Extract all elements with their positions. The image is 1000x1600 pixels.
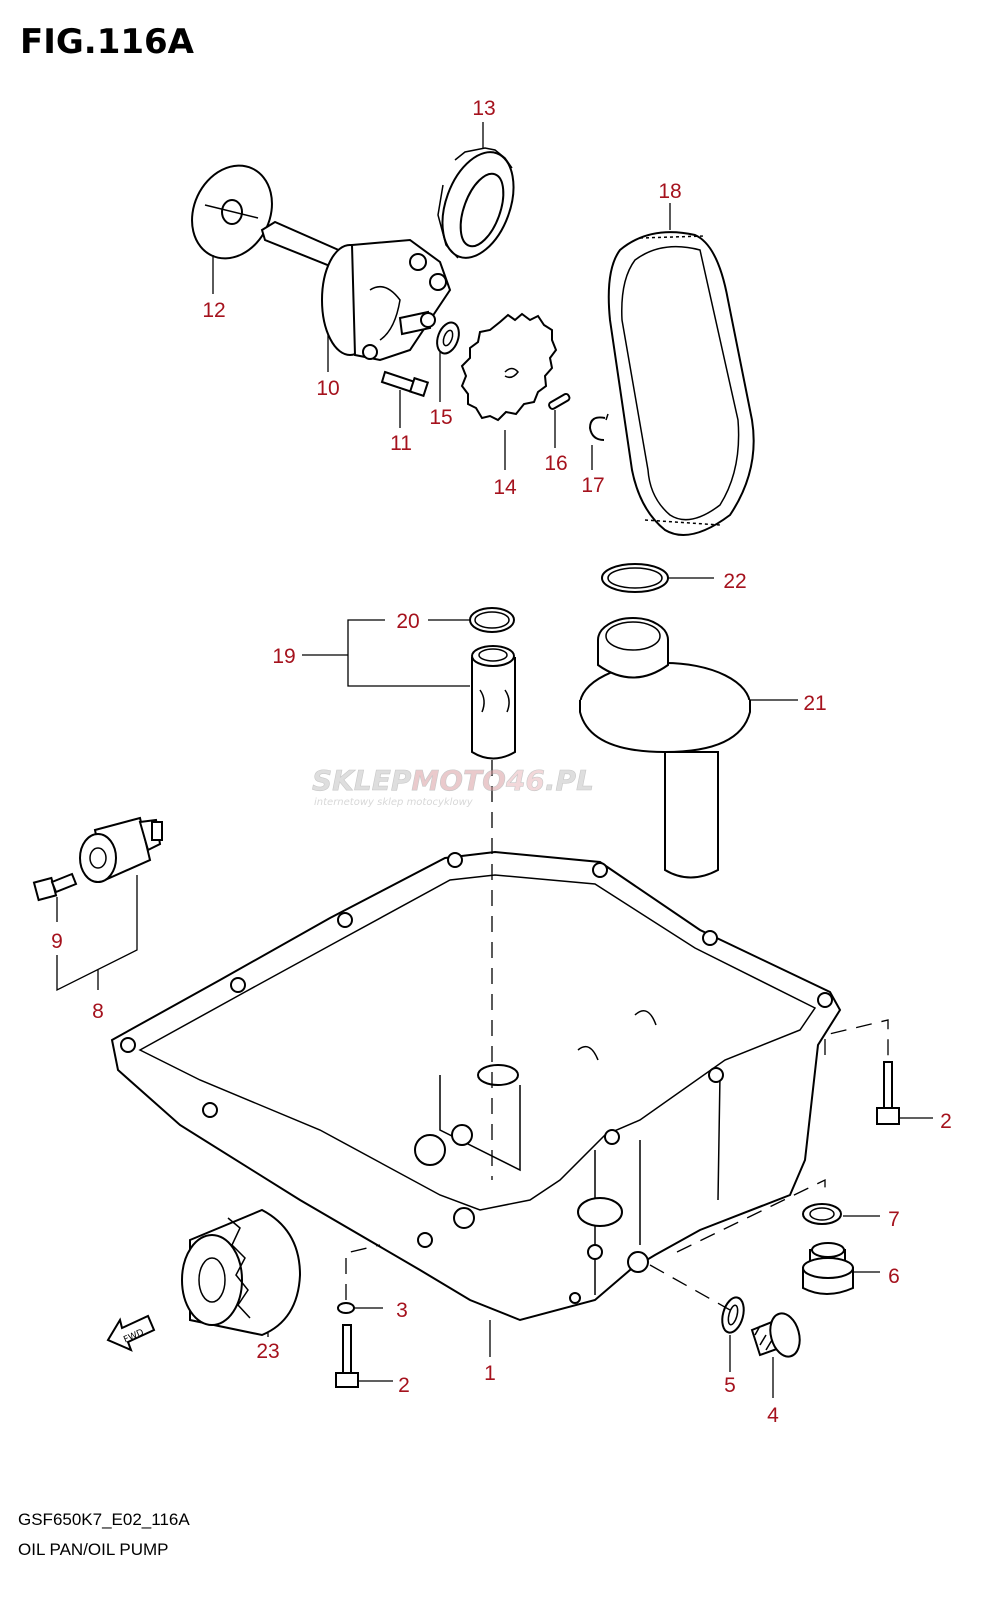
callout-16: 16 <box>544 452 567 475</box>
callout-21: 21 <box>803 692 826 715</box>
figure-caption: OIL PAN/OIL PUMP <box>18 1540 169 1559</box>
part-21-strainer[interactable] <box>579 617 751 879</box>
callout-12: 12 <box>202 299 225 322</box>
watermark-brand-3: 46 <box>505 764 545 797</box>
part-6-plug[interactable] <box>802 1242 854 1295</box>
callout-18: 18 <box>658 180 681 203</box>
part-8-oil-pressure-switch[interactable] <box>79 816 163 883</box>
callout-2-lower: 2 <box>398 1374 410 1397</box>
watermark-brand-2: MOTO <box>411 764 506 797</box>
part-20-o-ring[interactable] <box>469 607 515 633</box>
part-22-o-ring[interactable] <box>601 563 669 593</box>
part-5-washer[interactable] <box>719 1295 748 1335</box>
callout-17: 17 <box>581 474 604 497</box>
callout-2-right: 2 <box>940 1110 952 1133</box>
watermark-brand-1: SKLEP <box>312 764 412 797</box>
part-2-bolt-right[interactable] <box>876 1061 900 1125</box>
callout-4: 4 <box>767 1404 779 1427</box>
part-12-gasket[interactable] <box>177 152 286 271</box>
callout-11: 11 <box>390 432 412 455</box>
forward-arrow-icon: FWD <box>106 1314 156 1352</box>
callout-23: 23 <box>256 1340 279 1363</box>
callout-10: 10 <box>316 377 339 400</box>
model-code: GSF650K7_E02_116A <box>18 1510 190 1529</box>
callout-9: 9 <box>51 930 63 953</box>
part-4-drain-bolt[interactable] <box>750 1310 804 1360</box>
part-14-gear[interactable] <box>460 312 558 422</box>
part-18-chain[interactable] <box>607 231 755 536</box>
callout-19: 19 <box>272 645 295 668</box>
part-23-oil-filter[interactable] <box>181 1208 302 1337</box>
part-7-gasket[interactable] <box>802 1203 842 1225</box>
callout-numbers: 1 2 2 3 4 5 6 7 8 9 10 11 12 13 14 15 16… <box>51 97 952 1427</box>
part-10-oil-pump[interactable] <box>260 220 452 362</box>
part-2-bolt-lower[interactable] <box>335 1324 359 1388</box>
callout-6: 6 <box>888 1265 900 1288</box>
part-9-bolt[interactable] <box>32 872 78 902</box>
callout-15: 15 <box>429 406 452 429</box>
callout-3: 3 <box>396 1299 408 1322</box>
callout-8: 8 <box>92 1000 104 1023</box>
part-15-washer[interactable] <box>433 320 463 357</box>
part-19-pipe[interactable] <box>471 645 516 760</box>
callout-20: 20 <box>396 610 419 633</box>
leader-lines <box>56 122 933 1398</box>
watermark: SKLEPMOTO46.PL internetowy sklep motocyk… <box>312 764 594 808</box>
part-1-oil-pan[interactable] <box>110 850 842 1322</box>
part-3-washer[interactable] <box>337 1302 355 1314</box>
part-11-bolt[interactable] <box>380 370 430 398</box>
svg-text:SKLEPMOTO46.PL: SKLEPMOTO46.PL <box>312 764 594 797</box>
callout-13: 13 <box>472 97 495 120</box>
part-16-pin[interactable] <box>548 393 571 410</box>
figure-title: FIG.116A <box>20 22 194 62</box>
callout-7: 7 <box>888 1208 900 1231</box>
part-17-circlip[interactable] <box>588 413 609 441</box>
callout-22: 22 <box>723 570 746 593</box>
callout-1: 1 <box>484 1362 496 1385</box>
watermark-tagline: internetowy sklep motocyklowy <box>314 797 474 808</box>
callout-5: 5 <box>724 1374 736 1397</box>
callout-14: 14 <box>493 476 517 499</box>
watermark-brand-4: .PL <box>545 764 594 797</box>
part-13-sprocket[interactable] <box>429 142 527 267</box>
